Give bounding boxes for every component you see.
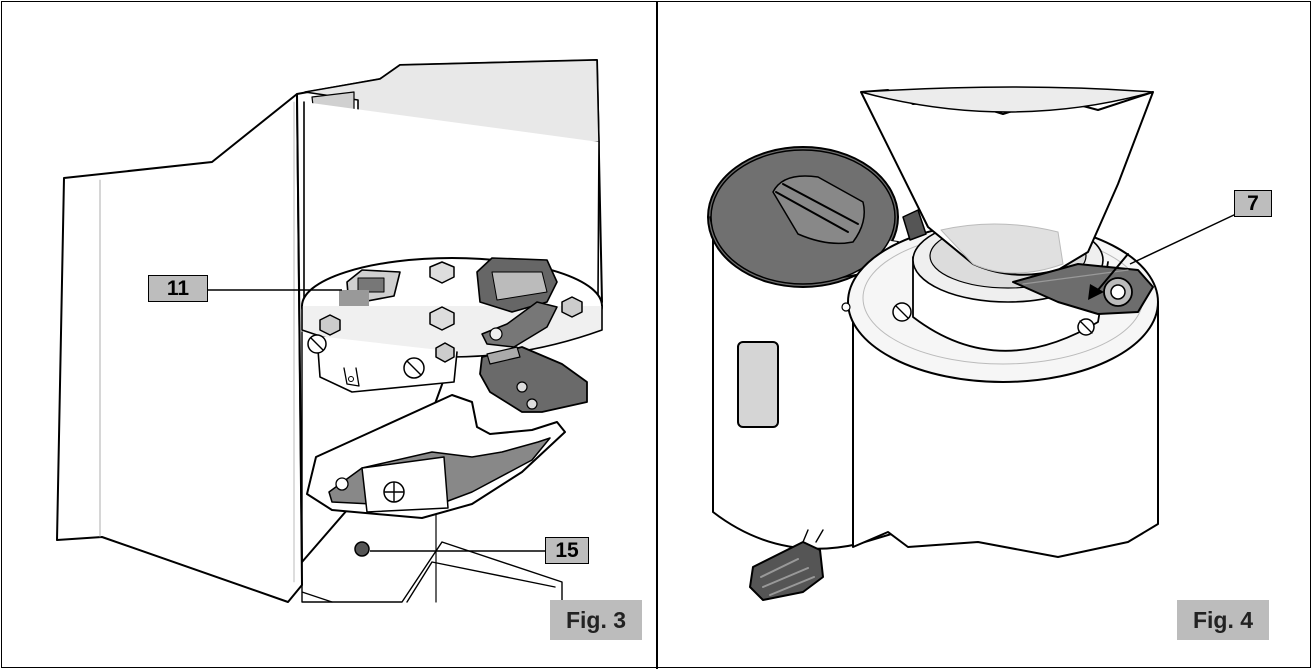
callout-11: 11: [148, 275, 208, 302]
figure-3-caption: Fig. 3: [550, 600, 642, 640]
figure-4-illustration: [707, 86, 1237, 601]
grinder-housing-side: [56, 93, 303, 603]
switch-button: [354, 541, 370, 557]
callout-7: 7: [1234, 190, 1272, 217]
figure-3-illustration: [56, 59, 603, 603]
figure-3-panel: 11 15 Fig. 3: [2, 2, 656, 668]
figure-4-panel: 7 Fig. 4: [658, 2, 1310, 668]
adjustment-knob: [749, 541, 824, 601]
direction-arrow: [1088, 284, 1104, 300]
removable-dark-part: [479, 346, 588, 413]
callout-15: 15: [545, 537, 589, 564]
panel-divider: [656, 1, 658, 669]
figure-4-caption: Fig. 4: [1177, 600, 1269, 640]
